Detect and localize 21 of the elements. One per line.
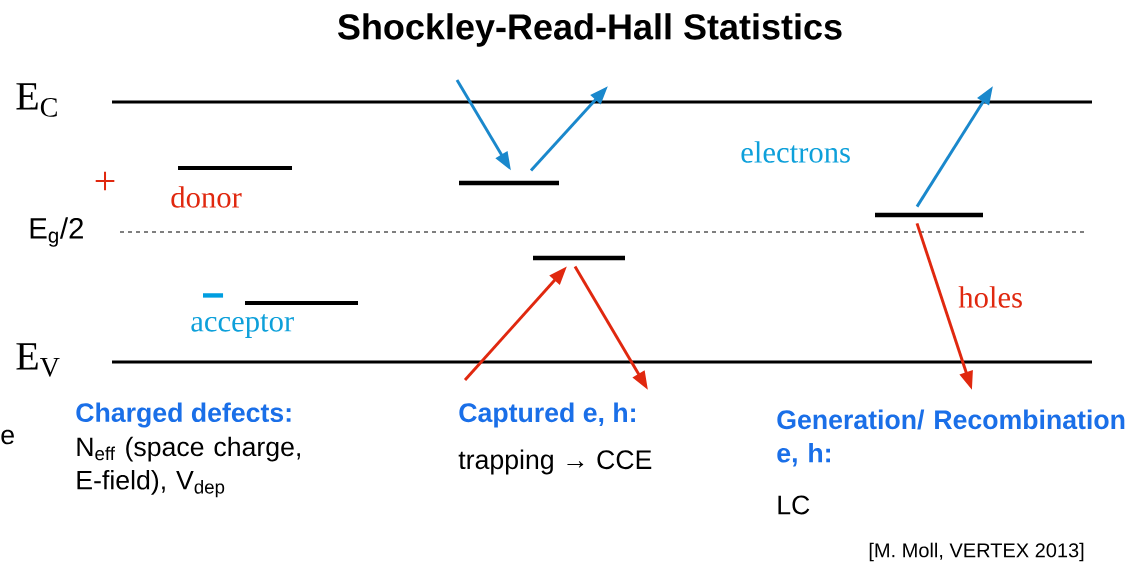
midgap-label: E$_{g}$/2 [30, 217, 83, 247]
band-label: E$_{V}$ [16, 343, 60, 377]
heading: Captured e, h: [459, 402, 635, 428]
title: Shockley-Read-Hall Statistics [337, 13, 842, 47]
minus-sign: − [203, 293, 224, 298]
description: N$_{eff}$ (space charge, E-field), V$_{dep}$ [77, 436, 300, 498]
band-label: E$_{C}$ [16, 83, 57, 117]
description: LC [778, 495, 810, 515]
energy-level [459, 180, 559, 186]
level-label: donor [171, 186, 242, 208]
process-label: electrons [741, 141, 850, 163]
heading: Charged defects: [76, 402, 291, 428]
description: trapping → CCE [458, 449, 652, 475]
energy-level [875, 212, 983, 218]
cut-text: e [1, 429, 14, 445]
plus-sign: + [95, 171, 115, 191]
energy-level [533, 255, 625, 261]
level-label: acceptor [191, 314, 294, 338]
process-label: holes [958, 286, 1022, 308]
heading: Generation/ Recombination e, h: [777, 409, 1125, 467]
source-note: [M. Moll, VERTEX 2013] [869, 542, 1084, 562]
